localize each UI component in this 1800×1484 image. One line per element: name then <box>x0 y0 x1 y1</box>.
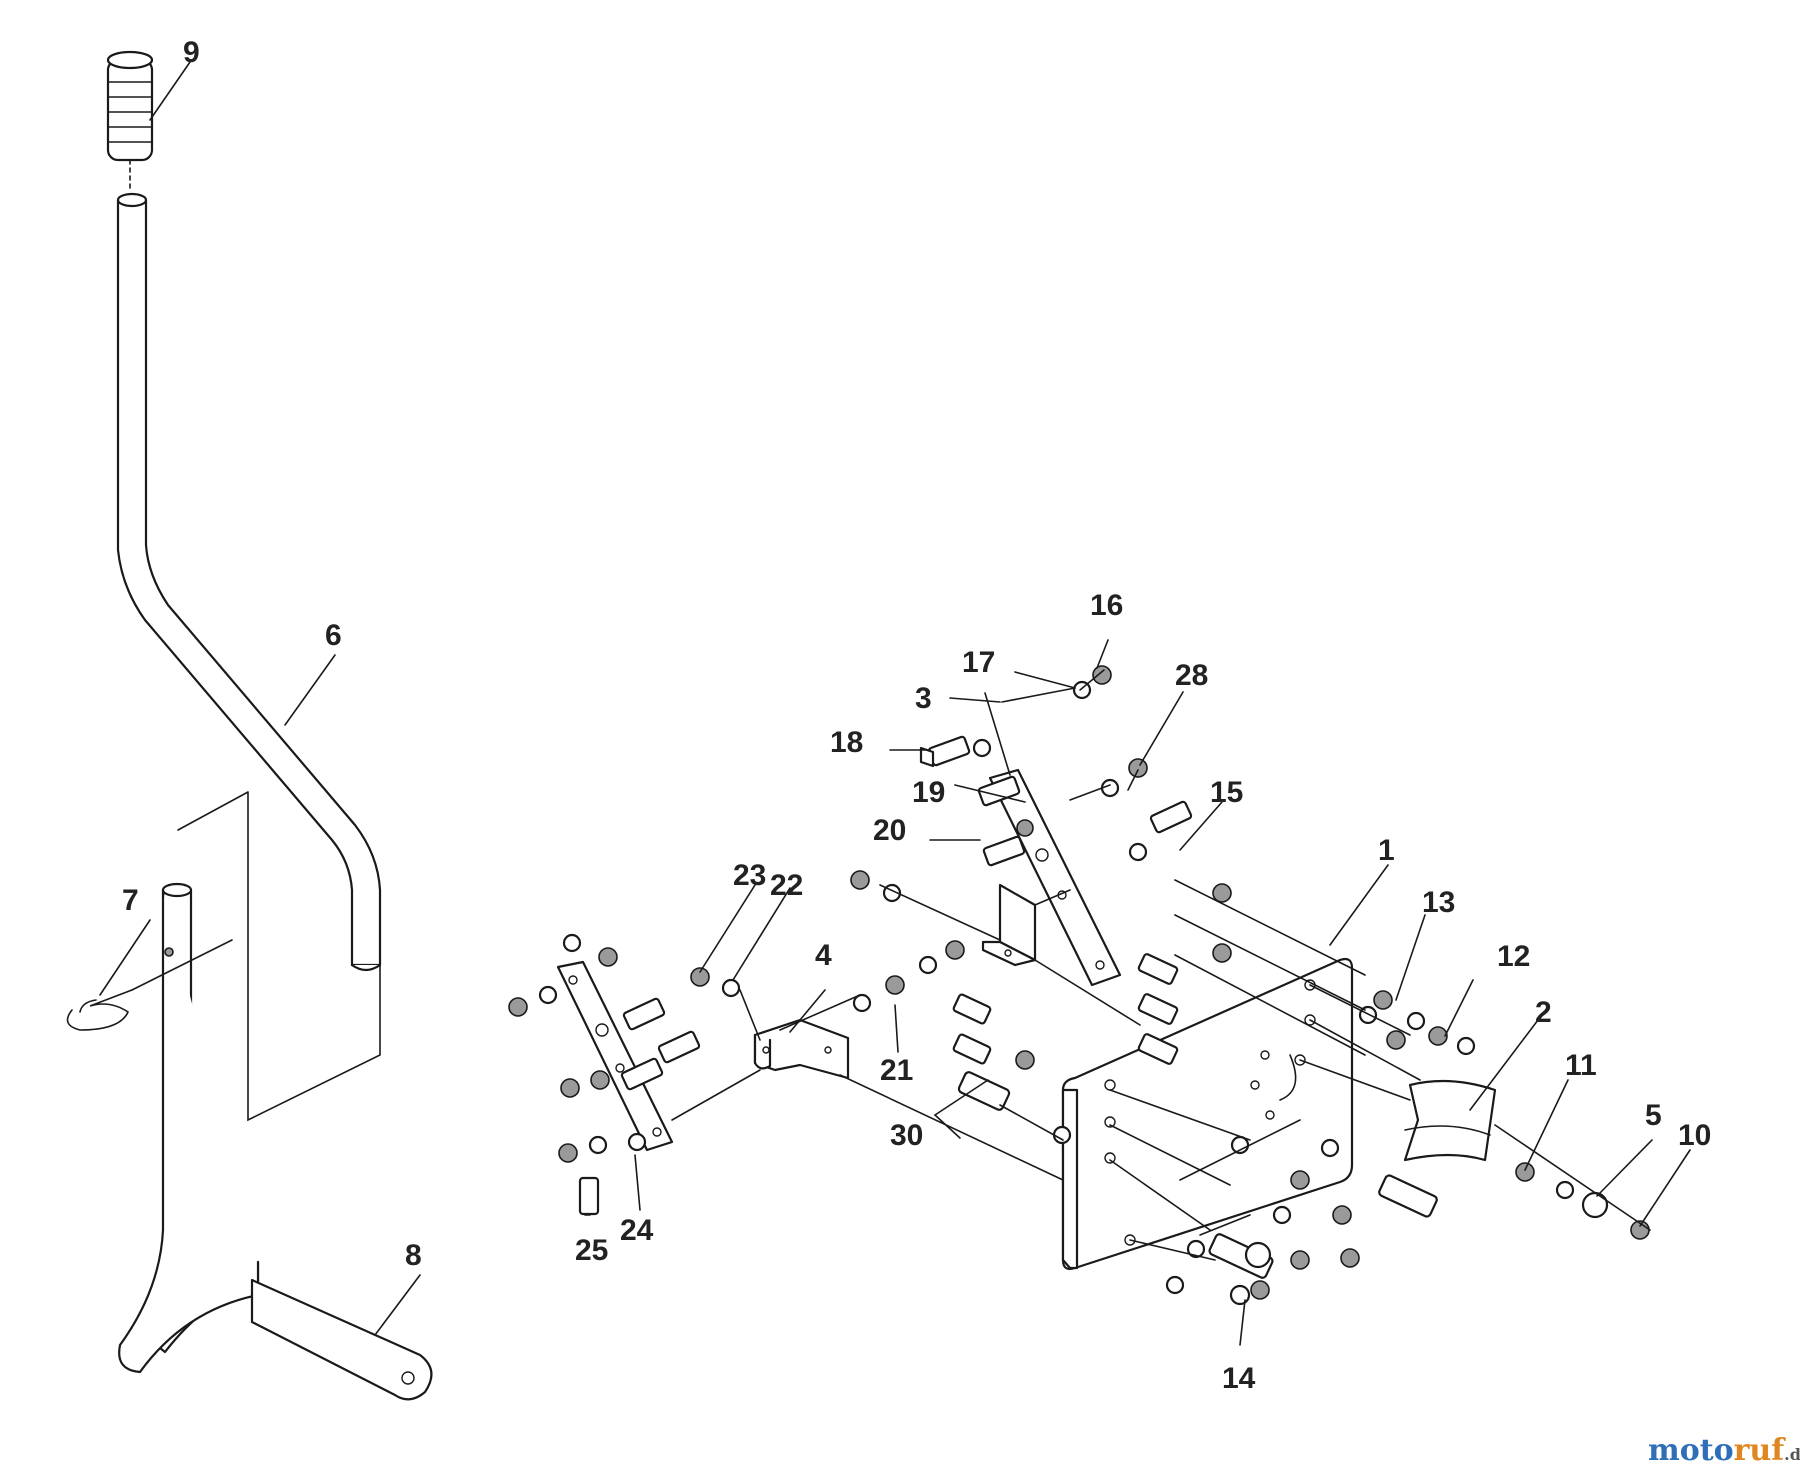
bolt <box>1149 800 1193 834</box>
bolt <box>919 735 971 768</box>
bolt <box>622 997 666 1031</box>
angle-bracket-upper <box>981 883 1037 967</box>
callout-3: 3 <box>915 682 932 715</box>
callout-24: 24 <box>620 1214 654 1247</box>
bolt <box>620 1057 664 1091</box>
main-mounting-plate <box>1061 957 1354 1271</box>
explode-lines <box>671 669 1651 1261</box>
callout-8: 8 <box>405 1239 422 1272</box>
assembly-leader-lines <box>177 791 381 1122</box>
callout-6: 6 <box>325 619 342 652</box>
callout-5: 5 <box>1645 1099 1662 1132</box>
bolt <box>1137 953 1179 985</box>
angle-bracket-4 <box>753 1018 850 1080</box>
bolt <box>1137 1033 1179 1065</box>
callout-23: 23 <box>733 859 766 892</box>
watermark-suffix: .de <box>1784 1445 1800 1464</box>
link-plate-left <box>556 960 674 1152</box>
lift-lever-handle <box>116 192 382 972</box>
callout-28: 28 <box>1175 659 1208 692</box>
callout-4: 4 <box>815 939 832 972</box>
bolt <box>952 993 992 1025</box>
callout-21: 21 <box>880 1054 913 1087</box>
lever-base-arm <box>118 882 433 1401</box>
callout-10: 10 <box>1678 1119 1711 1152</box>
callout-7: 7 <box>122 884 139 917</box>
callout-9: 9 <box>183 36 200 69</box>
watermark-prefix: moto <box>1648 1433 1734 1468</box>
bolt <box>957 1071 1011 1111</box>
callout-20: 20 <box>873 814 906 847</box>
callout-11: 11 <box>1565 1049 1597 1082</box>
callout-16: 16 <box>1090 589 1123 622</box>
bracket-part-2 <box>1403 1079 1497 1162</box>
callout-18: 18 <box>830 726 863 759</box>
callout-22: 22 <box>770 869 803 902</box>
nuts-and-washers <box>508 665 1650 1306</box>
callout-14: 14 <box>1222 1362 1256 1395</box>
handle-grip <box>106 50 154 193</box>
bolt <box>657 1030 701 1064</box>
bolt <box>982 835 1026 867</box>
bolt <box>1378 1174 1438 1218</box>
bolt <box>952 1033 992 1065</box>
callout-13: 13 <box>1422 886 1455 919</box>
callout-19: 19 <box>912 776 945 809</box>
callout-30: 30 <box>890 1119 923 1152</box>
callout-leaders <box>99 61 1691 1346</box>
callout-numbers: 9 6 7 8 16 17 3 28 18 15 19 20 1 23 22 1… <box>122 36 1711 1395</box>
hairpin-clip <box>66 939 233 1031</box>
watermark-middle: ruf <box>1734 1433 1787 1468</box>
callout-15: 15 <box>1210 776 1243 809</box>
callout-12: 12 <box>1497 940 1530 973</box>
callout-25: 25 <box>575 1234 608 1267</box>
bolt <box>977 775 1021 807</box>
bolt <box>578 1176 600 1216</box>
callout-1: 1 <box>1378 834 1395 867</box>
watermark-logo: motoruf.de <box>1648 1433 1800 1468</box>
bolt <box>1137 993 1179 1025</box>
callout-17: 17 <box>962 646 995 679</box>
callout-2: 2 <box>1535 996 1552 1029</box>
